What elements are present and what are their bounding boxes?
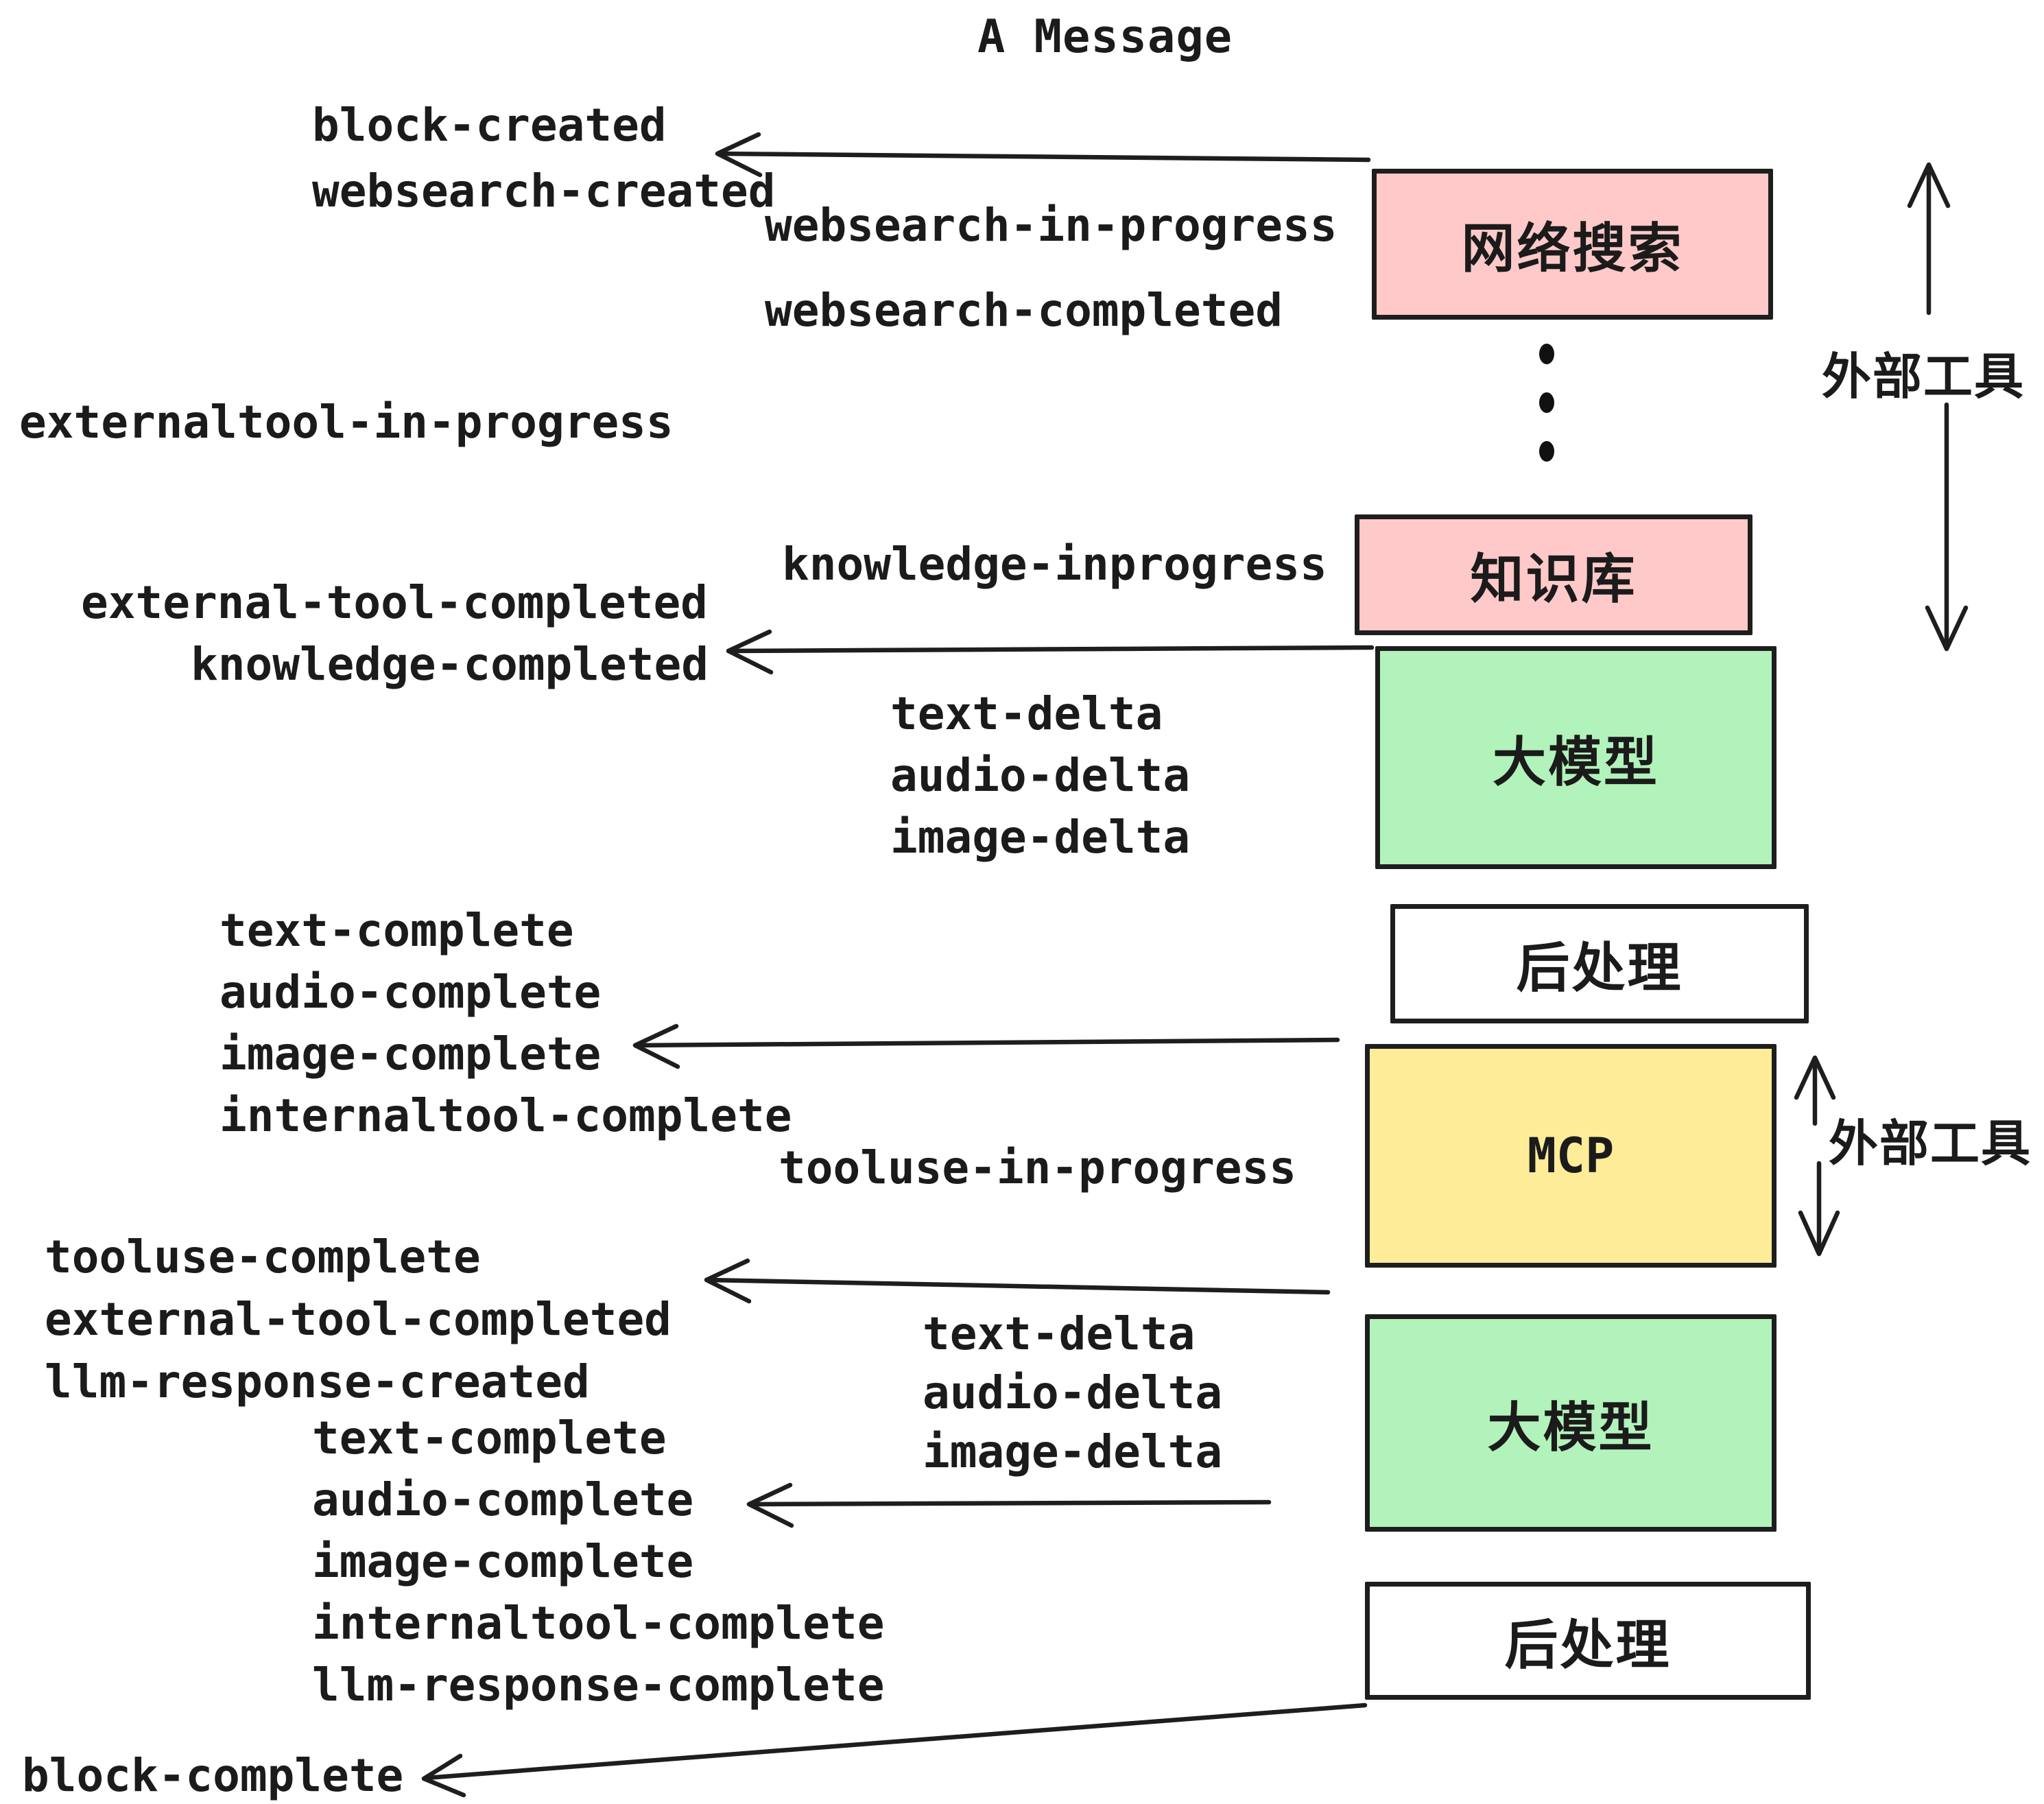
box-llm-1: 大模型 bbox=[1375, 646, 1776, 869]
event-text-complete-2: text-complete bbox=[312, 1412, 667, 1464]
arrow-mcp-to-tooluse-complete bbox=[704, 1258, 1331, 1304]
bracket-external-tools-2-up-arrow bbox=[1794, 1055, 1836, 1126]
side-label-external-tools-2: 外部工具 bbox=[1829, 1115, 2032, 1172]
event-llm-response-complete: llm-response-complete bbox=[312, 1659, 885, 1711]
dot bbox=[1539, 392, 1554, 413]
box-knowledge-label: 知识库 bbox=[1470, 549, 1637, 610]
event-text-delta-2: text-delta bbox=[923, 1307, 1196, 1360]
event-external-tool-completed: external-tool-completed bbox=[81, 576, 708, 629]
box-llm-1-label: 大模型 bbox=[1492, 731, 1659, 794]
dot bbox=[1539, 344, 1554, 364]
bracket-external-tools-1-up-arrow bbox=[1907, 162, 1951, 316]
event-internaltool-complete-2: internaltool-complete bbox=[312, 1597, 885, 1650]
box-mcp-label: MCP bbox=[1527, 1128, 1615, 1184]
event-block-created: block-created bbox=[312, 99, 667, 152]
side-label-external-tools-1: 外部工具 bbox=[1822, 348, 2025, 405]
event-image-complete-2: image-complete bbox=[312, 1535, 694, 1588]
event-external-tool-completed-2: external-tool-completed bbox=[45, 1293, 672, 1346]
event-tooluse-complete: tooluse-complete bbox=[45, 1231, 481, 1283]
event-audio-delta: audio-delta bbox=[890, 749, 1191, 802]
box-llm-2: 大模型 bbox=[1365, 1314, 1776, 1532]
event-text-complete: text-complete bbox=[219, 904, 574, 957]
box-postprocess-2-label: 后处理 bbox=[1504, 1615, 1672, 1676]
event-image-delta: image-delta bbox=[890, 811, 1191, 864]
event-text-delta: text-delta bbox=[890, 687, 1163, 740]
arrow-websearch-to-created bbox=[715, 132, 1371, 178]
box-postprocess-1-label: 后处理 bbox=[1516, 938, 1683, 999]
arrow-post1-to-complete-group bbox=[632, 1023, 1340, 1069]
box-llm-2-label: 大模型 bbox=[1487, 1397, 1654, 1459]
bracket-external-tools-2-down-arrow bbox=[1798, 1161, 1840, 1257]
dot bbox=[1539, 441, 1554, 462]
box-postprocess-1: 后处理 bbox=[1390, 904, 1809, 1023]
event-audio-complete-2: audio-complete bbox=[312, 1473, 694, 1526]
box-websearch-label: 网络搜索 bbox=[1461, 218, 1684, 280]
event-image-complete: image-complete bbox=[219, 1028, 602, 1080]
event-websearch-created: websearch-created bbox=[312, 165, 776, 217]
event-websearch-in-progress: websearch-in-progress bbox=[765, 199, 1338, 252]
event-audio-complete: audio-complete bbox=[219, 966, 602, 1019]
event-knowledge-completed: knowledge-completed bbox=[191, 638, 709, 691]
event-externaltool-in-progress: externaltool-in-progress bbox=[19, 396, 674, 449]
arrow-post2-to-block-complete bbox=[421, 1702, 1368, 1798]
diagram-title: A Message bbox=[977, 10, 1233, 63]
event-tooluse-in-progress: tooluse-in-progress bbox=[779, 1141, 1296, 1194]
event-internaltool-complete: internaltool-complete bbox=[219, 1089, 792, 1142]
arrow-llm2-to-complete-group bbox=[746, 1482, 1272, 1528]
arrow-llm1-to-knowledge-completed bbox=[726, 629, 1375, 675]
box-websearch: 网络搜索 bbox=[1372, 169, 1773, 320]
event-knowledge-inprogress: knowledge-inprogress bbox=[782, 538, 1327, 591]
box-knowledge: 知识库 bbox=[1355, 514, 1752, 635]
box-mcp: MCP bbox=[1365, 1044, 1776, 1268]
event-audio-delta-2: audio-delta bbox=[923, 1366, 1223, 1419]
event-websearch-completed: websearch-completed bbox=[765, 284, 1283, 337]
event-block-complete: block-complete bbox=[22, 1749, 404, 1802]
event-llm-response-created: llm-response-created bbox=[45, 1355, 590, 1408]
bracket-external-tools-1-down-arrow bbox=[1925, 402, 1969, 652]
event-image-delta-2: image-delta bbox=[923, 1425, 1223, 1478]
box-postprocess-2: 后处理 bbox=[1365, 1582, 1811, 1700]
